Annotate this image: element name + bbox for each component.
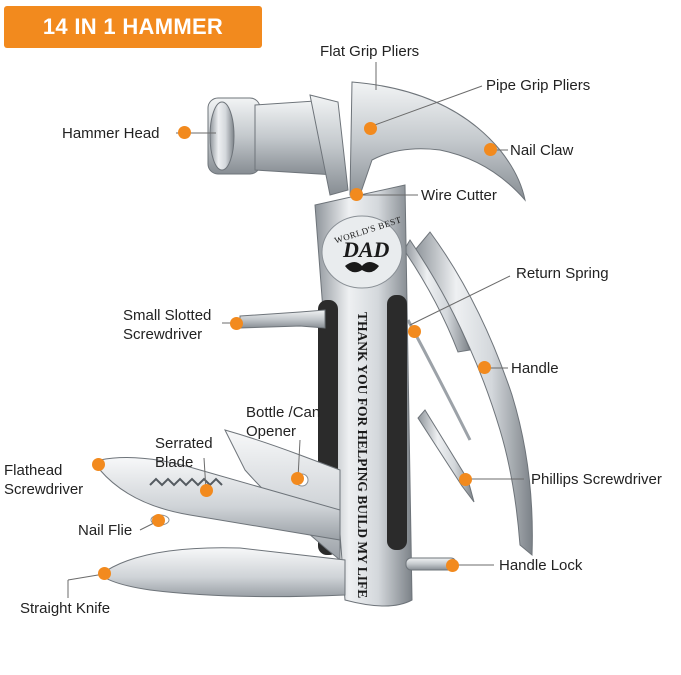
label-bottle-opener-1: Bottle /Can [246, 404, 321, 421]
label-wire-cutter: Wire Cutter [421, 187, 497, 204]
label-hammer-head: Hammer Head [62, 125, 160, 142]
callout-dot [459, 473, 472, 486]
label-flathead-1: Flathead [4, 462, 63, 479]
label-nail-file: Nail Flie [78, 522, 133, 539]
label-flathead-2: Screwdriver [4, 481, 84, 498]
callout-dot [98, 567, 111, 580]
serrated-blade [99, 457, 341, 541]
label-return-spring: Return Spring [516, 265, 609, 282]
callout-dot [92, 458, 105, 471]
label-pipe-grip-pliers: Pipe Grip Pliers [486, 77, 591, 94]
callout-dot [408, 325, 421, 338]
small-slotted-screwdriver [239, 309, 326, 329]
label-small-slotted-2: Screwdriver [123, 326, 203, 343]
engraving-name: DAD [343, 237, 390, 262]
label-serrated-2: Blade [155, 454, 194, 471]
label-straight-knife: Straight Knife [20, 600, 111, 617]
phillips-screwdriver [417, 409, 475, 503]
label-phillips: Phillips Screwdriver [531, 471, 662, 488]
callout-dot [446, 559, 459, 572]
flat-grip-jaw [309, 94, 349, 196]
label-handle-lock: Handle Lock [499, 557, 583, 574]
label-small-slotted-1: Small Slotted [123, 307, 212, 324]
callout-dot [478, 361, 491, 374]
callout-dot [230, 317, 243, 330]
title-banner: 14 IN 1 HAMMER TOOLS [4, 6, 262, 81]
callout-dot [350, 188, 363, 201]
inner-arm [403, 239, 471, 353]
handle-arm [414, 231, 533, 557]
mustache-icon [345, 262, 379, 273]
label-flat-grip-pliers: Flat Grip Pliers [320, 43, 420, 60]
callout-dot [484, 143, 497, 156]
callout-dot [200, 484, 213, 497]
label-serrated-1: Serrated [155, 435, 213, 452]
callout-dot [178, 126, 191, 139]
logo-plate [321, 215, 403, 289]
callout-dot [364, 122, 377, 135]
label-bottle-opener-2: Opener [246, 423, 297, 440]
grip-insert-right [387, 295, 407, 550]
label-nail-claw: Nail Claw [510, 142, 574, 159]
callout-dot [291, 472, 304, 485]
straight-knife [99, 547, 346, 598]
callout-dot [152, 514, 165, 527]
engraving-message: THANK YOU FOR HELPING BUILD MY LIFE [355, 312, 370, 599]
pipe-grip-jaw [349, 81, 526, 202]
label-handle: Handle [511, 360, 559, 377]
